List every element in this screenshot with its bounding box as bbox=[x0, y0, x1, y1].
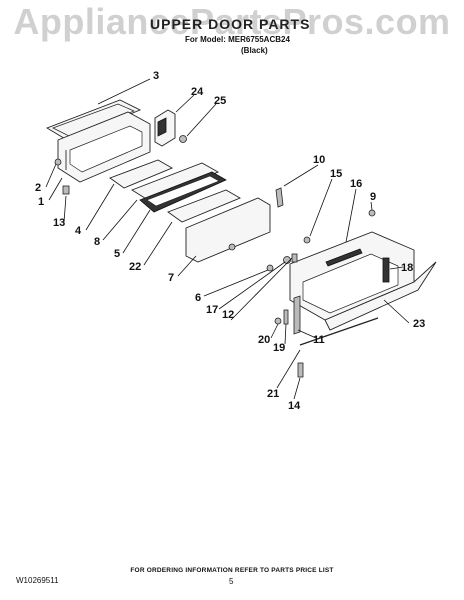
part-20-screw bbox=[274, 317, 282, 325]
part-22-glass bbox=[167, 189, 242, 223]
callout-labels: 3 24 25 2 1 13 4 8 5 22 7 6 10 15 16 9 1… bbox=[35, 70, 425, 412]
part-11-side-trim bbox=[293, 295, 301, 335]
callout-18: 18 bbox=[401, 262, 413, 274]
page-title: UPPER DOOR PARTS bbox=[150, 16, 311, 32]
callout-20: 20 bbox=[258, 334, 270, 346]
model-number: For Model: MER6755ACB24 bbox=[185, 35, 290, 44]
callout-22: 22 bbox=[129, 261, 141, 273]
callout-17: 17 bbox=[206, 304, 218, 316]
watermark: AppliancePartsPros.com bbox=[13, 1, 451, 42]
part-4-glass bbox=[109, 159, 174, 189]
callout-3: 3 bbox=[153, 70, 159, 82]
part-23-handle bbox=[324, 261, 437, 331]
callout-24: 24 bbox=[191, 86, 204, 98]
callout-6: 6 bbox=[195, 292, 201, 304]
callout-7: 7 bbox=[168, 272, 174, 284]
callout-11: 11 bbox=[313, 334, 325, 346]
part-3-gasket bbox=[45, 99, 142, 141]
part-6-bracket bbox=[266, 264, 274, 272]
callout-5: 5 bbox=[114, 248, 120, 260]
callout-1: 1 bbox=[38, 196, 44, 208]
callout-12: 12 bbox=[222, 309, 234, 321]
part-25-screw bbox=[179, 135, 187, 143]
part-9-screw bbox=[368, 209, 376, 217]
part-14-screw bbox=[297, 362, 304, 378]
callout-10: 10 bbox=[313, 154, 325, 166]
callout-14: 14 bbox=[288, 400, 301, 412]
callout-16: 16 bbox=[350, 178, 362, 190]
callout-4: 4 bbox=[75, 225, 82, 237]
callout-19: 19 bbox=[273, 342, 285, 354]
callout-21: 21 bbox=[267, 388, 279, 400]
callout-25: 25 bbox=[214, 95, 226, 107]
part-7-outer-panel bbox=[185, 197, 271, 263]
part-15-fastener bbox=[303, 236, 311, 244]
callout-13: 13 bbox=[53, 217, 65, 229]
part-12-clip bbox=[291, 253, 298, 263]
part-13-clip bbox=[62, 185, 70, 195]
model-color: (Black) bbox=[241, 46, 268, 55]
part-19-bracket bbox=[283, 309, 289, 325]
callout-23: 23 bbox=[413, 318, 425, 330]
part-2-screw bbox=[54, 158, 62, 166]
part-18-trim bbox=[382, 257, 390, 283]
part-10-vent bbox=[275, 187, 284, 208]
part-8-window-frame bbox=[130, 162, 220, 201]
callout-9: 9 bbox=[370, 191, 376, 203]
callout-15: 15 bbox=[330, 168, 342, 180]
callout-8: 8 bbox=[94, 236, 100, 248]
document-number: W10269511 bbox=[16, 576, 59, 585]
leader-lines bbox=[45, 78, 410, 400]
ordering-note: FOR ORDERING INFORMATION REFER TO PARTS … bbox=[130, 567, 334, 574]
page-number: 5 bbox=[229, 577, 234, 586]
callout-2: 2 bbox=[35, 182, 41, 194]
part-21-rod bbox=[299, 317, 379, 346]
